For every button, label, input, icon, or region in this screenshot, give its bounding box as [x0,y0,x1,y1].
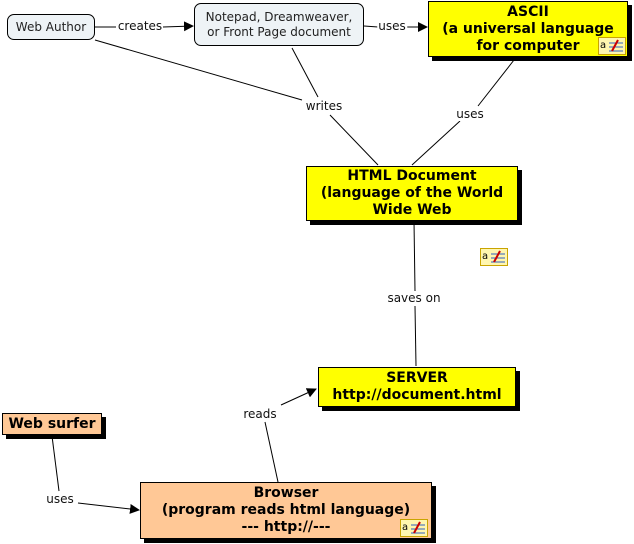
node-label: Notepad, Dreamweaver, [205,9,353,24]
line-browser-reads [264,421,279,483]
node-label: Wide Web [372,202,452,218]
node-label: (program reads html language) [161,502,411,518]
line-surfer-uses [51,435,60,492]
line-saves-server [414,305,417,367]
node-browser[interactable]: Browser(program reads html language)--- … [140,482,432,539]
line-uses-browser [77,502,140,514]
node-label: --- http://--- [241,519,331,535]
svg-text:a: a [482,251,488,262]
node-label: Web Author [15,19,87,34]
svg-text:a: a [600,40,606,51]
node-label: ASCII [507,3,549,20]
node-label: HTML Document [347,168,477,184]
node-label: or Front Page document [207,24,351,39]
line-editor-uses [363,25,379,28]
node-web-surfer[interactable]: Web surfer [2,413,102,435]
link-label-saves-on[interactable]: saves on [386,291,442,305]
annotation-note-icon[interactable]: a [480,248,508,266]
node-label: SERVER [386,370,448,386]
link-label-uses-html[interactable]: uses [455,107,485,121]
link-label-reads[interactable]: reads [242,407,278,421]
node-label: http://document.html [332,387,502,403]
svg-text:a: a [402,522,408,533]
line-ascii-uses [477,59,515,107]
line-creates-editor [162,21,194,32]
node-label: for computer [476,37,580,54]
line-editor-writes [291,47,319,98]
link-label-writes[interactable]: writes [304,99,344,113]
annotation-note-icon[interactable]: a [400,519,428,537]
node-label: (language of the World [320,185,504,201]
node-web-author[interactable]: Web Author [7,14,95,40]
node-label: (a universal language [442,20,614,37]
line-reads-server [280,388,317,406]
line-uses-html [411,120,461,166]
line-html-saves [413,220,416,292]
annotation-note-icon[interactable]: a [598,37,626,55]
link-label-uses-browser[interactable]: uses [45,492,75,506]
line-author-writes [94,39,303,101]
link-label-creates[interactable]: creates [116,19,164,33]
link-label-uses-ascii[interactable]: uses [377,19,407,33]
node-editor[interactable]: Notepad, Dreamweaver,or Front Page docum… [194,3,364,46]
node-label: Web surfer [8,415,96,432]
line-writes-html [329,114,379,166]
node-label: Browser [253,485,319,501]
